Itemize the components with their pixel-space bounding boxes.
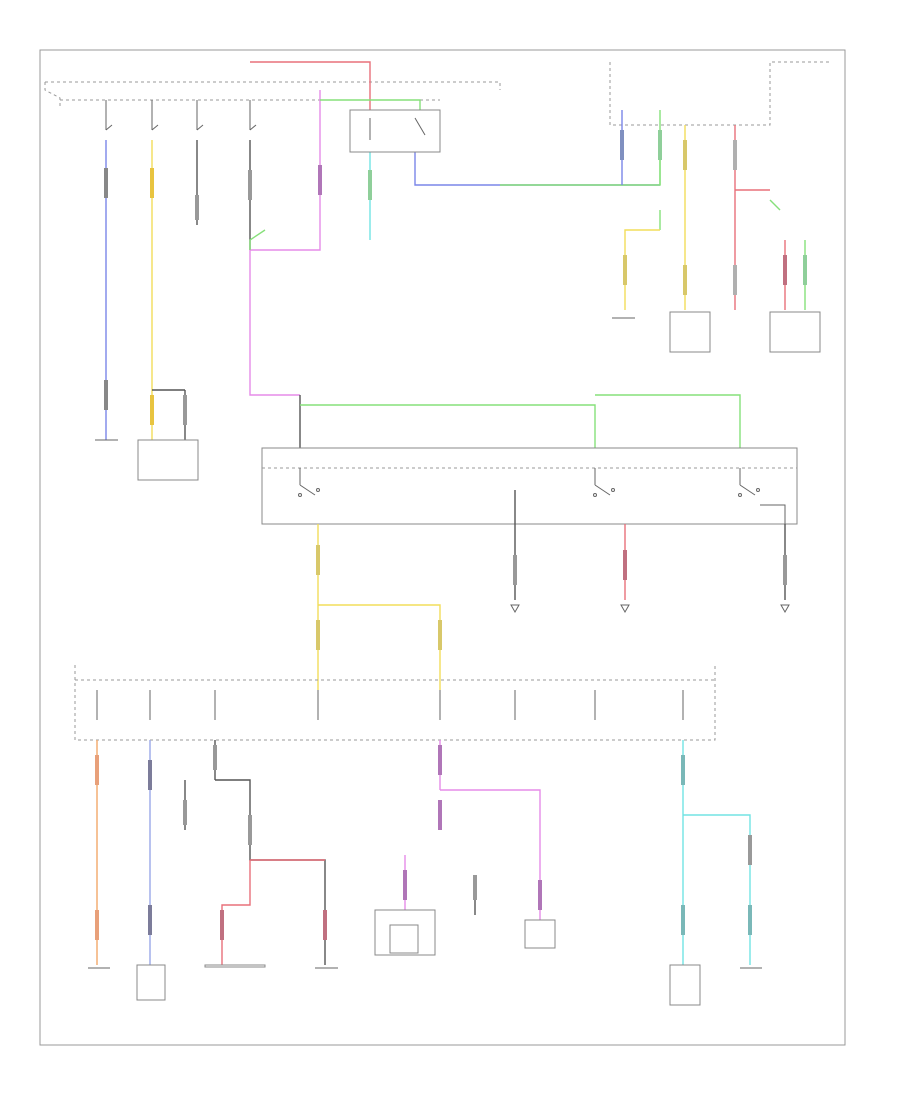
- left-components: [95, 439, 199, 481]
- top-right-fuse-box: [609, 61, 830, 353]
- top-left-fuse-area: [44, 81, 501, 131]
- component-box-abs: [137, 439, 199, 481]
- component-box-right-1: [669, 311, 711, 353]
- lower-fuse-block: [74, 665, 716, 741]
- lower-wires: [95, 740, 752, 965]
- lower-components: [88, 909, 762, 1006]
- component-box-generic-3: [669, 964, 701, 1006]
- top-center-wires: [249, 61, 661, 396]
- middle-switch-block: [261, 394, 798, 614]
- top-relay: [349, 109, 441, 153]
- diagram-border: [39, 49, 846, 1046]
- component-box-right-2: [769, 311, 821, 353]
- component-box-abs-lower: [136, 964, 166, 1001]
- component-box-generic-2: [524, 919, 556, 949]
- middle-yellow-splice: [316, 604, 442, 690]
- left-wires: [104, 140, 252, 440]
